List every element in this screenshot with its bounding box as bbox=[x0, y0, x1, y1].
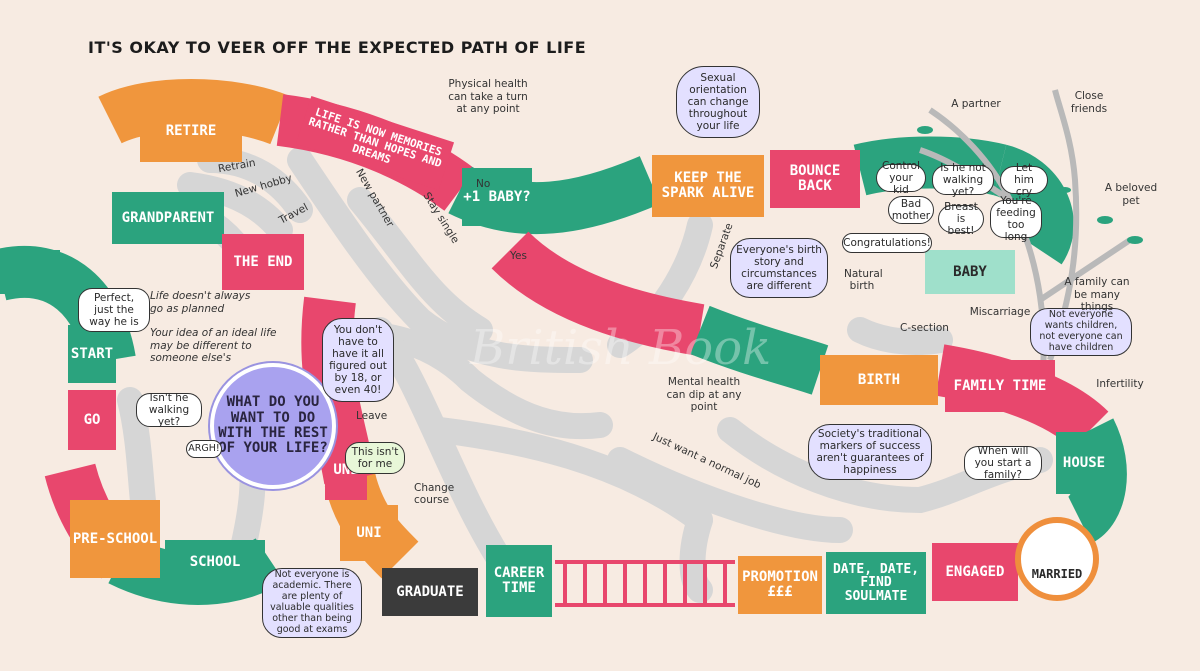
note-a-partner: A partner bbox=[951, 98, 1001, 110]
bubble-birth-story: Everyone's birth story and circumstances… bbox=[730, 238, 828, 298]
label-c-section: C-section bbox=[900, 322, 949, 334]
bubble-figured-out: You don't have to have it all figured ou… bbox=[322, 318, 394, 402]
bubble-this-isnt: This isn't for me bbox=[345, 442, 405, 474]
grey-path bbox=[847, 317, 953, 355]
bubble-society: Society's traditional markers of success… bbox=[808, 424, 932, 480]
track-segment bbox=[491, 231, 705, 356]
ladder-bridge bbox=[555, 560, 735, 607]
note-miscarriage: Miscarriage bbox=[969, 306, 1031, 318]
tile-house: HOUSE bbox=[1056, 432, 1112, 494]
tile-family-time: FAMILY TIME bbox=[945, 360, 1055, 412]
tile-keep-spark: KEEP THE SPARK ALIVE bbox=[652, 155, 764, 217]
tile-married: MARRIED bbox=[1015, 517, 1099, 601]
tree-leaves bbox=[917, 126, 1143, 244]
tile-retire: RETIRE bbox=[140, 100, 242, 162]
bubble-perfect: Perfect, just the way he is bbox=[78, 288, 150, 332]
tile-grandparent: GRANDPARENT bbox=[112, 192, 224, 244]
grey-path bbox=[607, 447, 853, 543]
bubble-isnt-walking: Isn't he walking yet? bbox=[136, 392, 202, 428]
bubble-feeding-long: You're feeding too long bbox=[990, 195, 1042, 243]
grey-path bbox=[679, 507, 713, 603]
grey-path bbox=[177, 172, 293, 243]
tile-go: GO bbox=[68, 390, 116, 450]
label-leave: Leave bbox=[356, 410, 388, 422]
note-family-many: A family can be many things bbox=[1064, 276, 1130, 314]
track-segment bbox=[690, 305, 829, 395]
label-no: No bbox=[476, 178, 491, 190]
tile-the-end: THE END bbox=[222, 234, 304, 290]
tile-bounce-back: BOUNCE BACK bbox=[770, 150, 860, 208]
tile-baby: BABY bbox=[925, 250, 1015, 294]
page-title: It's okay to veer off the expected path … bbox=[88, 38, 587, 57]
tile-preschool: PRE-SCHOOL bbox=[70, 500, 160, 578]
bubble-congrats: Congratulations! bbox=[842, 233, 932, 253]
note-close-friends: Close friends bbox=[1070, 90, 1108, 115]
note-beloved-pet: A beloved pet bbox=[1104, 182, 1158, 207]
tile-birth: BIRTH bbox=[820, 355, 938, 405]
tile-plus-one-baby: +1 BABY? bbox=[462, 168, 532, 226]
label-change-course: Change course bbox=[414, 482, 455, 506]
tile-engaged: ENGAGED bbox=[932, 543, 1018, 601]
bubble-sexual-orientation: Sexual orientation can change throughout… bbox=[676, 66, 760, 138]
note-ideal-life: Your idea of an ideal life may be differ… bbox=[150, 327, 277, 365]
center-question: WHAT DO YOU WANT TO DO WITH THE REST OF … bbox=[210, 363, 336, 489]
bubble-breast-best: Breast is best! bbox=[938, 201, 984, 237]
label-natural-birth: Natural birth bbox=[844, 268, 883, 292]
grey-path bbox=[427, 417, 713, 533]
bubble-not-academic: Not everyone is academic. There are plen… bbox=[262, 568, 362, 638]
tile-start: START bbox=[68, 325, 116, 383]
grey-path bbox=[287, 147, 593, 373]
bubble-is-he-walking: Is he not walking yet? bbox=[932, 162, 994, 198]
tile-promotion: PROMOTION £££ bbox=[738, 556, 822, 614]
grey-path bbox=[347, 187, 493, 343]
tile-date-date: DATE, DATE, FIND SOULMATE bbox=[826, 552, 926, 614]
label-yes: Yes bbox=[510, 250, 527, 262]
tile-school: SCHOOL bbox=[165, 540, 265, 585]
track-tile-green bbox=[0, 250, 60, 294]
bubble-bad-mother: Bad mother bbox=[888, 196, 934, 224]
tile-uni-2: UNI bbox=[340, 505, 398, 561]
bubble-control-kid: Control your kid bbox=[876, 160, 926, 196]
note-mental: Mental health can dip at any point bbox=[666, 376, 742, 414]
note-infertility: Infertility bbox=[1096, 378, 1144, 390]
note-physical: Physical health can take a turn at any p… bbox=[448, 78, 528, 116]
bubble-not-everyone-children: Not everyone wants children, not everyon… bbox=[1030, 308, 1132, 356]
bubble-argh: ARGH! bbox=[186, 440, 222, 458]
bubble-let-him-cry: Let him cry bbox=[1000, 162, 1048, 198]
tile-graduate: GRADUATE bbox=[382, 568, 478, 616]
tile-career-time: CAREER TIME bbox=[486, 545, 552, 617]
bubble-when-family: When will you start a family? bbox=[964, 445, 1042, 481]
note-doesnt-go: Life doesn't always go as planned bbox=[150, 290, 251, 315]
